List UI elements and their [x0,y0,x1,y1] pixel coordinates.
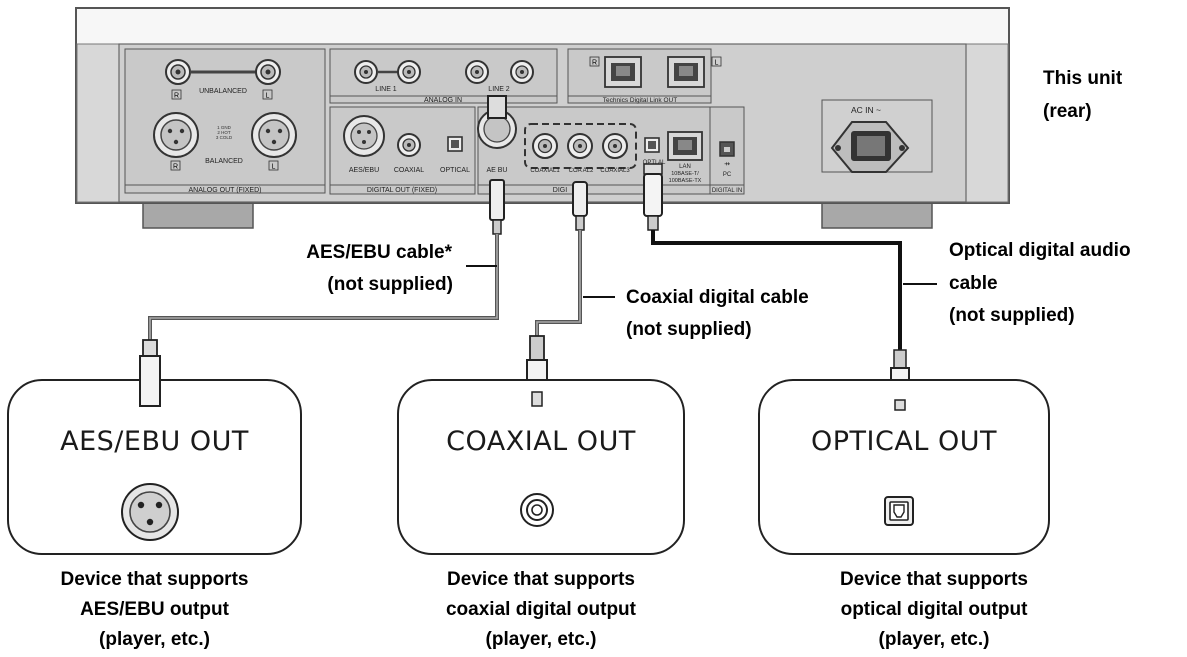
aes-device-caption-1: Device that supports [60,569,249,590]
optical-in-label: OPTI AL [643,160,666,166]
lan-port [667,131,703,161]
coaxial-out-jack [397,133,421,157]
balanced-l-xlr [251,112,297,158]
coaxial-device-caption-1: Device that supports [447,569,635,590]
unbalanced-r-mark: R [174,93,179,100]
balanced-r-mark: R [173,164,178,171]
line2-l-jack [510,60,534,84]
analog-out-label: ANALOG OUT (FIXED) [189,187,262,194]
coaxial-cable-label-line1: Coaxial digital cable [626,287,809,308]
digital-out-label: DIGITAL OUT (FIXED) [367,187,437,194]
usb-port [719,141,735,157]
digital-link-label: Technics Digital Link OUT [603,97,677,104]
balanced-l-mark: L [272,164,276,171]
optical-cable-label-line3: (not supplied) [949,305,1075,326]
balanced-r-xlr [153,112,199,158]
lan-spec-1: 10BASE-T/ [671,171,699,177]
coaxial3-label: COAXIAL3 [600,168,630,174]
pin-legend-3: 3 COLD [216,135,233,140]
digital-in-label: DIGITAL IN [712,188,742,194]
optical-device-box [758,379,1050,555]
pin-legend-1: 1 GND [217,125,232,130]
link-port-r [604,56,642,88]
link-port-l [667,56,705,88]
optical-in-port [644,137,660,153]
link-l-mark: L [715,60,719,67]
line2-r-jack [465,60,489,84]
optical-cable-label-line2: cable [949,273,998,294]
coaxial-device-caption-3: (player, etc.) [485,629,597,650]
coaxial-cable [526,181,588,407]
pc-label: PC [723,172,732,178]
coaxial-device-box [397,379,685,555]
aes-cable-label-line1: AES/EBU cable* [306,242,452,263]
aes-device-caption-3: (player, etc.) [99,629,210,650]
coaxial-device-caption-2: coaxial digital output [445,599,636,620]
optical-port-icon [884,496,914,526]
aes-device-title: AES/EBU OUT [60,426,249,457]
aes-in-label: AE BU [486,167,507,174]
usb-symbol-icon: ⇸ [724,161,730,168]
coaxial-device-title: COAXIAL OUT [446,426,636,457]
optical-device-caption-2: optical digital output [840,599,1028,620]
aes-device-caption-2: AES/EBU output [80,599,229,620]
unbalanced-label: UNBALANCED [199,88,247,95]
analog-in-label: ANALOG IN [424,97,462,104]
pin-legend-2: 2 HOT [217,130,231,135]
link-r-mark: R [592,60,597,67]
digital-in-group-label: DIGI [553,187,567,194]
unit-label-line2: (rear) [1043,101,1092,122]
line1-r-jack [354,60,378,84]
unbalanced-r-jack [165,59,191,85]
unbalanced-l-mark: L [266,93,270,100]
line2-label: LINE 2 [488,86,510,93]
coaxial3-jack [602,133,628,159]
unit-label-line1: This unit [1043,68,1123,89]
left-side-panel [76,43,120,203]
aes-out-xlr [343,115,385,157]
ac-inlet: AC IN ~ [821,99,933,173]
xlr-connector-icon [121,483,179,541]
unbalanced-l-jack [255,59,281,85]
line1-label: LINE 1 [375,86,397,93]
coaxial2-jack [567,133,593,159]
lan-spec-2: 100BASE-TX [669,178,702,184]
right-foot [821,199,933,229]
line1-l-jack [397,60,421,84]
optical-device-caption-3: (player, etc.) [878,629,990,650]
balanced-label: BALANCED [205,158,243,165]
coaxial-cable-label-line2: (not supplied) [626,319,752,340]
coaxial1-label: COAXIAL1 [530,168,560,174]
optical-device-caption-1: Device that supports [840,569,1028,590]
aes-out-label: AES/EBU [349,167,379,174]
chassis-top-band [77,9,1008,44]
coaxial1-jack [532,133,558,159]
optical-cable-label-line1: Optical digital audio [949,240,1131,261]
optical-out-label: OPTICAL [440,167,470,174]
optical-device-title: OPTICAL OUT [811,426,997,457]
ac-in-label: AC IN ~ [851,105,881,115]
coaxial2-label: COA AL2 [569,168,594,174]
left-foot [142,199,254,229]
rca-jack-icon [520,493,554,527]
coaxial-group-highlight [524,123,637,169]
rear-unit: ANALOG OUT (FIXED) UNBALANCED R L 1 [75,7,1010,229]
aes-cable-label-line2: (not supplied) [327,274,453,295]
coaxial-out-label: COAXIAL [394,167,424,174]
optical-out-port [447,136,463,152]
right-side-panel [965,43,1009,203]
lan-label: LAN [679,164,691,170]
